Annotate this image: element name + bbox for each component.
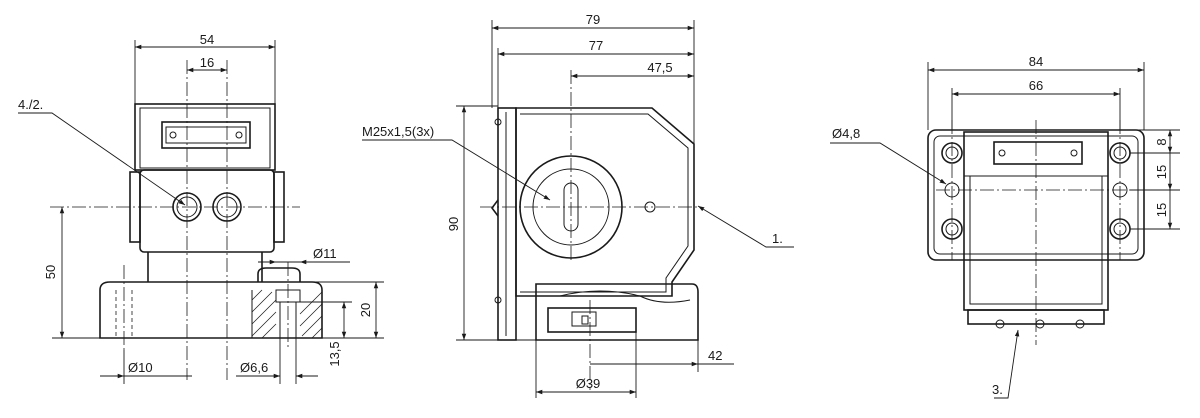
dim-rear-width-label: 84 (1029, 54, 1043, 69)
dim-front-base-height-label: 20 (358, 303, 373, 317)
front-section-hatch (251, 289, 323, 339)
front-label-plate (161, 121, 251, 149)
dim-side-axis-offset-label: 47,5 (647, 60, 672, 75)
side-base (535, 283, 699, 341)
callout-front-label: 4./2. (18, 97, 43, 112)
dim-side-base-offset-label: 42 (708, 348, 722, 363)
dim-front-height-label: 50 (43, 265, 58, 279)
side-back-wedge (491, 199, 499, 217)
rear-label-plate (993, 141, 1083, 165)
callout-rear-label: 3. (992, 382, 1003, 397)
front-label-window (165, 126, 247, 144)
callout-rear-hole-leader (830, 142, 947, 185)
dim-front-width-label: 54 (200, 32, 214, 47)
dim-rear-mount-label: 66 (1029, 78, 1043, 93)
dim-front-bore-depth-label: 13,5 (327, 341, 342, 366)
side-base-terminal (547, 307, 637, 333)
dim-front-counterbore-label: Ø11 (313, 246, 337, 261)
front-upper-inner (139, 107, 271, 169)
rear-view: 84 66 Ø4,8 8 15 15 3. (830, 54, 1180, 399)
dim-side-base-dia-label: Ø39 (576, 376, 601, 391)
dim-rear-pitch-top-label: 8 (1154, 138, 1169, 145)
front-neck (147, 252, 263, 282)
side-view: 79 77 47,5 90 M25x1,5(3x) 1. 42 Ø39 (362, 12, 794, 398)
side-body (515, 107, 695, 297)
dim-rear-pitch-mid-label: 15 (1154, 165, 1169, 179)
callout-thread-label: M25x1,5(3x) (362, 124, 434, 139)
side-back-plate (497, 107, 517, 341)
dim-front-bore-label: Ø6,6 (240, 360, 268, 375)
front-base-lug (257, 267, 301, 282)
callout-side-leader (697, 205, 794, 248)
front-view: 54 16 50 4./2. Ø10 Ø6,6 Ø11 20 13 (18, 32, 384, 384)
callout-thread-leader (362, 139, 551, 201)
dim-side-height-label: 90 (446, 217, 461, 231)
callout-rear-hole-label: Ø4,8 (832, 126, 860, 141)
dim-front-hole-label: Ø10 (128, 360, 153, 375)
callout-side-label: 1. (772, 231, 783, 246)
front-upper-body (134, 103, 276, 171)
callout-front-leader (18, 112, 186, 206)
front-hidden-hole (115, 290, 133, 338)
dim-side-length-label: 79 (586, 12, 600, 27)
front-label-screw-right (235, 131, 243, 139)
dim-rear-pitch-low-label: 15 (1154, 203, 1169, 217)
dim-front-center-label: 16 (200, 55, 214, 70)
callout-rear-leader (994, 329, 1020, 399)
front-label-screw-left (169, 131, 177, 139)
front-middle-body (139, 169, 275, 253)
dim-side-body-label: 77 (589, 38, 603, 53)
